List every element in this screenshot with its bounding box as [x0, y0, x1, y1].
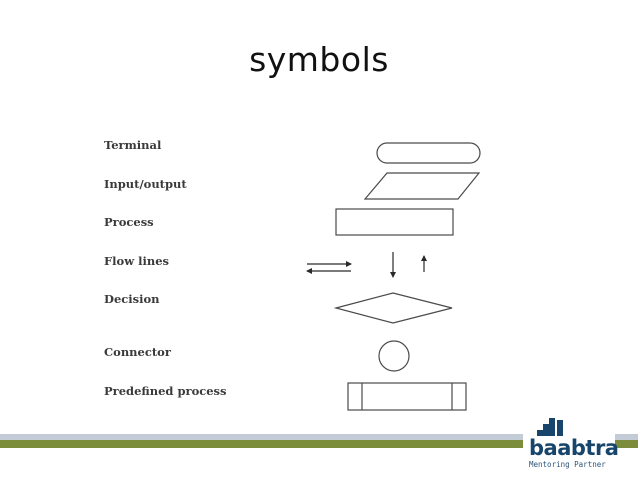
- input-output-shape: [363, 172, 481, 200]
- predefined-process-shape: [347, 382, 467, 411]
- connector-shape: [378, 340, 410, 372]
- flow-lines-shape: [306, 252, 427, 278]
- decision-shape: [333, 292, 453, 324]
- footer-band-dark: [0, 440, 638, 448]
- label-terminal: Terminal: [104, 138, 162, 152]
- logo-stairs-icon: [537, 418, 563, 436]
- label-connector: Connector: [104, 345, 171, 359]
- terminal-shape: [376, 142, 481, 164]
- label-predefined-process: Predefined process: [104, 384, 227, 398]
- label-flow-lines: Flow lines: [104, 254, 169, 268]
- footer-band-light: [0, 434, 638, 440]
- slide-title: symbols: [249, 40, 389, 79]
- process-shape: [335, 208, 454, 236]
- label-process: Process: [104, 215, 154, 229]
- logo-tagline: Mentoring Partner: [529, 460, 606, 469]
- label-input-output: Input/output: [104, 177, 187, 191]
- label-decision: Decision: [104, 292, 160, 306]
- logo-name: baabtra: [529, 436, 619, 460]
- baabtra-logo: baabtra Mentoring Partner: [523, 414, 619, 472]
